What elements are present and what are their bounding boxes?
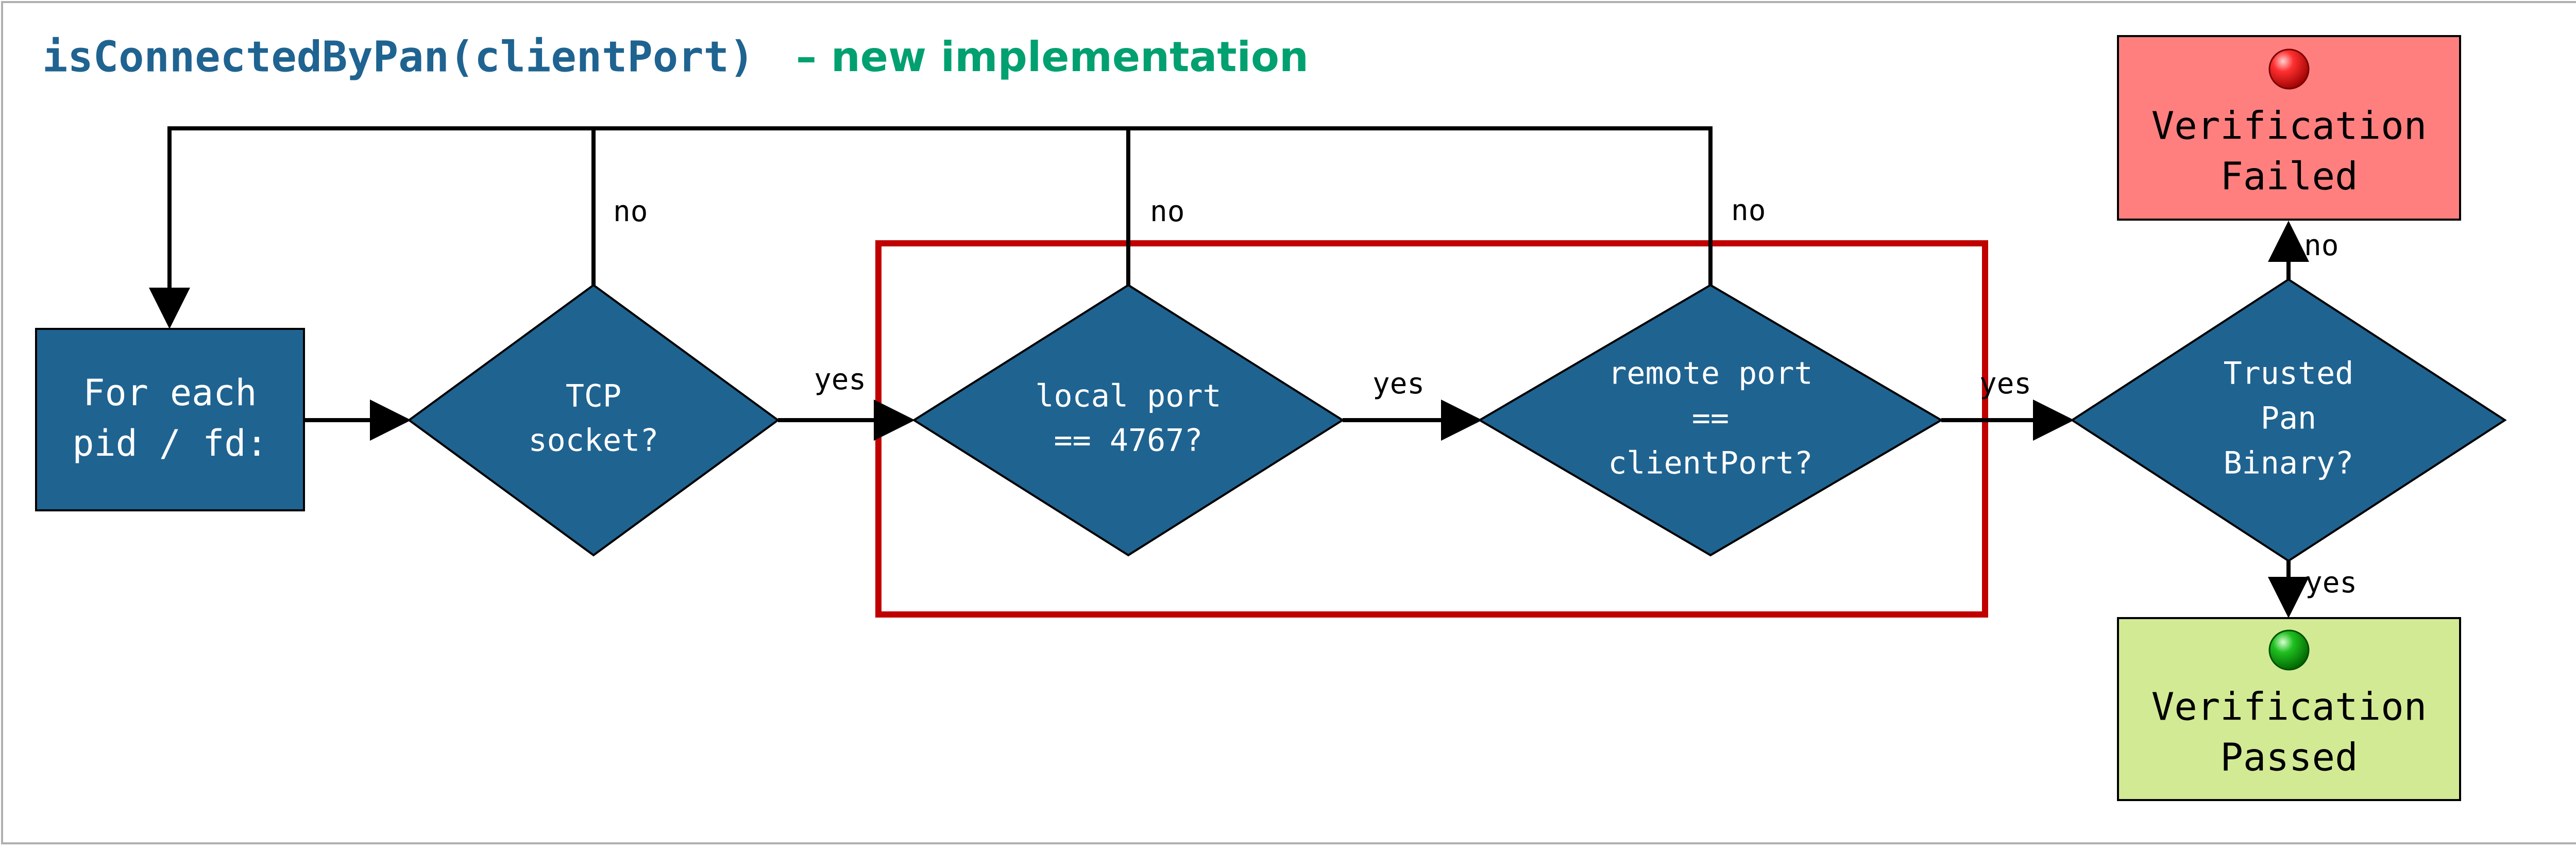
tcp-label-line-1: TCP [566,378,621,414]
local-yes-label: yes [1372,367,1425,401]
tcp-label-line-2: socket? [529,423,659,459]
start-box [35,328,305,511]
red-circle-icon [2268,48,2310,90]
title-code: isConnectedByPan(clientPort) [42,32,754,81]
local-port-decision [912,284,1345,557]
failed-label-line-2: Failed [2220,155,2358,199]
trusted-yes-label: yes [2305,566,2357,600]
failed-label-line-1: Verification [2151,104,2427,148]
title-suffix: – new implementation [796,33,1309,81]
trusted-no-label: no [2304,229,2338,262]
passed-label-line-2: Passed [2220,736,2358,780]
forward-arrows [304,221,2309,618]
tcp-socket-decision [407,284,780,557]
remote-port-label-line-1: remote port [1608,356,1812,392]
green-circle-icon [2268,629,2310,671]
tcp-yes-label: yes [814,363,866,396]
local-port-label-line-1: local port [1035,378,1221,414]
trusted-binary-decision [2070,278,2507,562]
remote-port-label-line-2: == [1692,401,1729,437]
start-label-line-1: For each [83,372,257,414]
trusted-label-line-3: Binary? [2224,445,2354,481]
loop-back-lines [149,126,1713,329]
trusted-label-line-1: Trusted [2224,356,2354,392]
trusted-label-line-2: Pan [2261,401,2316,437]
remote-port-label-line-3: clientPort? [1608,445,1812,481]
remote-port-decision [1478,284,1943,557]
start-label-line-2: pid / fd: [72,422,267,464]
local-port-label-line-2: == 4767? [1054,423,1203,459]
remote-yes-label: yes [1979,367,2031,401]
remote-no-label: no [1731,194,1766,227]
passed-label-line-1: Verification [2151,685,2427,729]
tcp-no-label: no [613,195,648,228]
local-no-label: no [1150,195,1184,228]
